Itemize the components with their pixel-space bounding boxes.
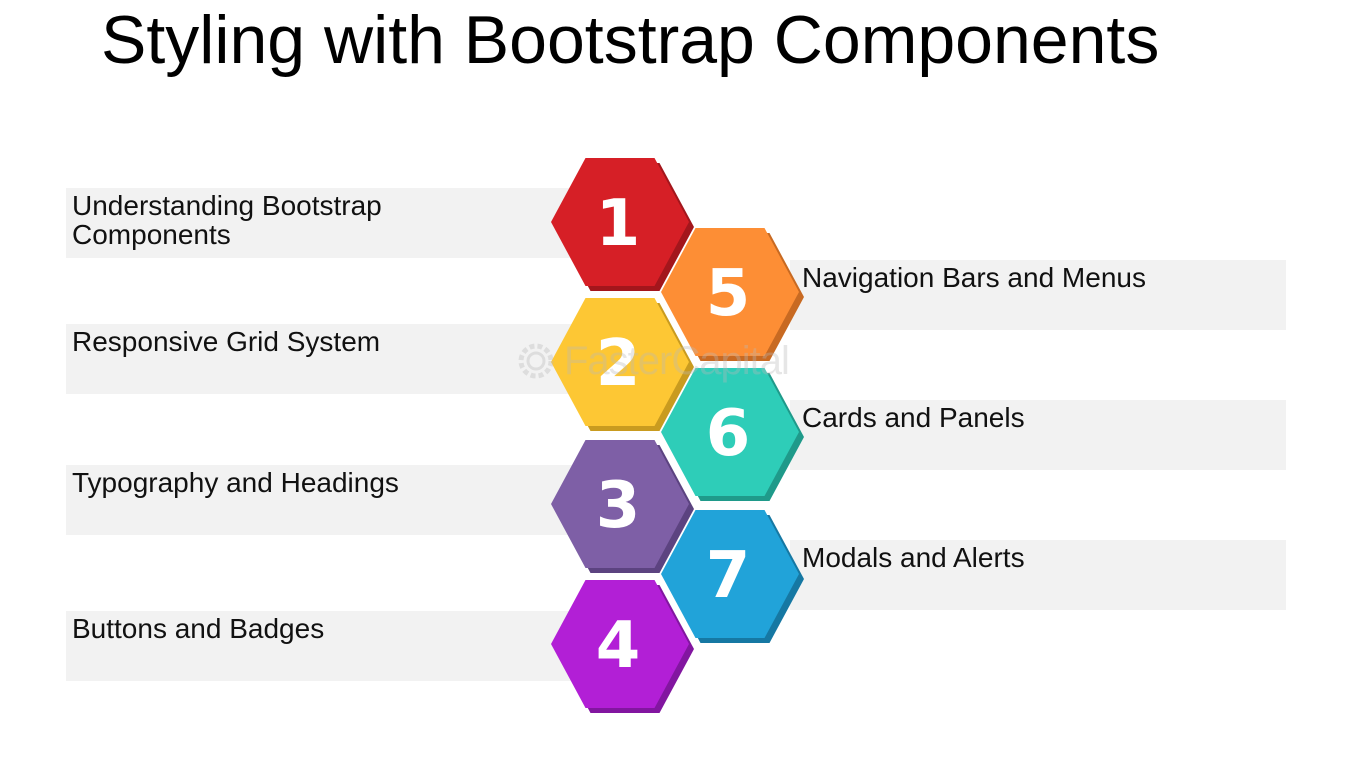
hexagon-face-3: [551, 440, 689, 568]
item-band-6: Cards and Panels: [790, 400, 1286, 470]
hexagon-face-7: [661, 510, 799, 638]
hexagon-face-5: [661, 228, 799, 356]
item-label-6: Cards and Panels: [802, 402, 1025, 433]
hexagon-2: 2: [551, 298, 694, 431]
item-band-7: Modals and Alerts: [790, 540, 1286, 610]
item-band-1: Understanding Bootstrap Components: [66, 188, 586, 258]
hexagon-3: 3: [551, 440, 694, 573]
hexagon-number-4: 4: [596, 609, 641, 683]
hexagon-number-5: 5: [706, 257, 751, 331]
hexagon-5: 5: [661, 228, 804, 361]
hexagon-face-4: [551, 580, 689, 708]
hexagon-6: 6: [661, 368, 804, 501]
item-label-1: Understanding Bootstrap Components: [72, 190, 382, 250]
item-label-5: Navigation Bars and Menus: [802, 262, 1146, 293]
hexagon-number-1: 1: [596, 187, 641, 261]
hexagon-number-2: 2: [596, 327, 641, 401]
hexagon-4: 4: [551, 580, 694, 713]
item-label-2: Responsive Grid System: [72, 326, 381, 357]
hexagon-face-2: [551, 298, 689, 426]
hexagon-number-6: 6: [706, 397, 751, 471]
item-label-3: Typography and Headings: [72, 467, 399, 498]
item-band-2: Responsive Grid System: [66, 324, 586, 394]
item-band-3: Typography and Headings: [66, 465, 586, 535]
hexagon-face-6: [661, 368, 799, 496]
hexagon-7: 7: [661, 510, 804, 643]
hexagon-number-7: 7: [706, 539, 751, 613]
item-band-4: Buttons and Badges: [66, 611, 586, 681]
item-label-7: Modals and Alerts: [802, 542, 1025, 573]
hexagon-number-3: 3: [596, 469, 641, 543]
item-label-4: Buttons and Badges: [72, 613, 325, 644]
hexagon-face-1: [551, 158, 689, 286]
slide-title: Styling with Bootstrap Components: [101, 2, 1160, 78]
item-band-5: Navigation Bars and Menus: [790, 260, 1286, 330]
hexagon-1: 1: [551, 158, 694, 291]
